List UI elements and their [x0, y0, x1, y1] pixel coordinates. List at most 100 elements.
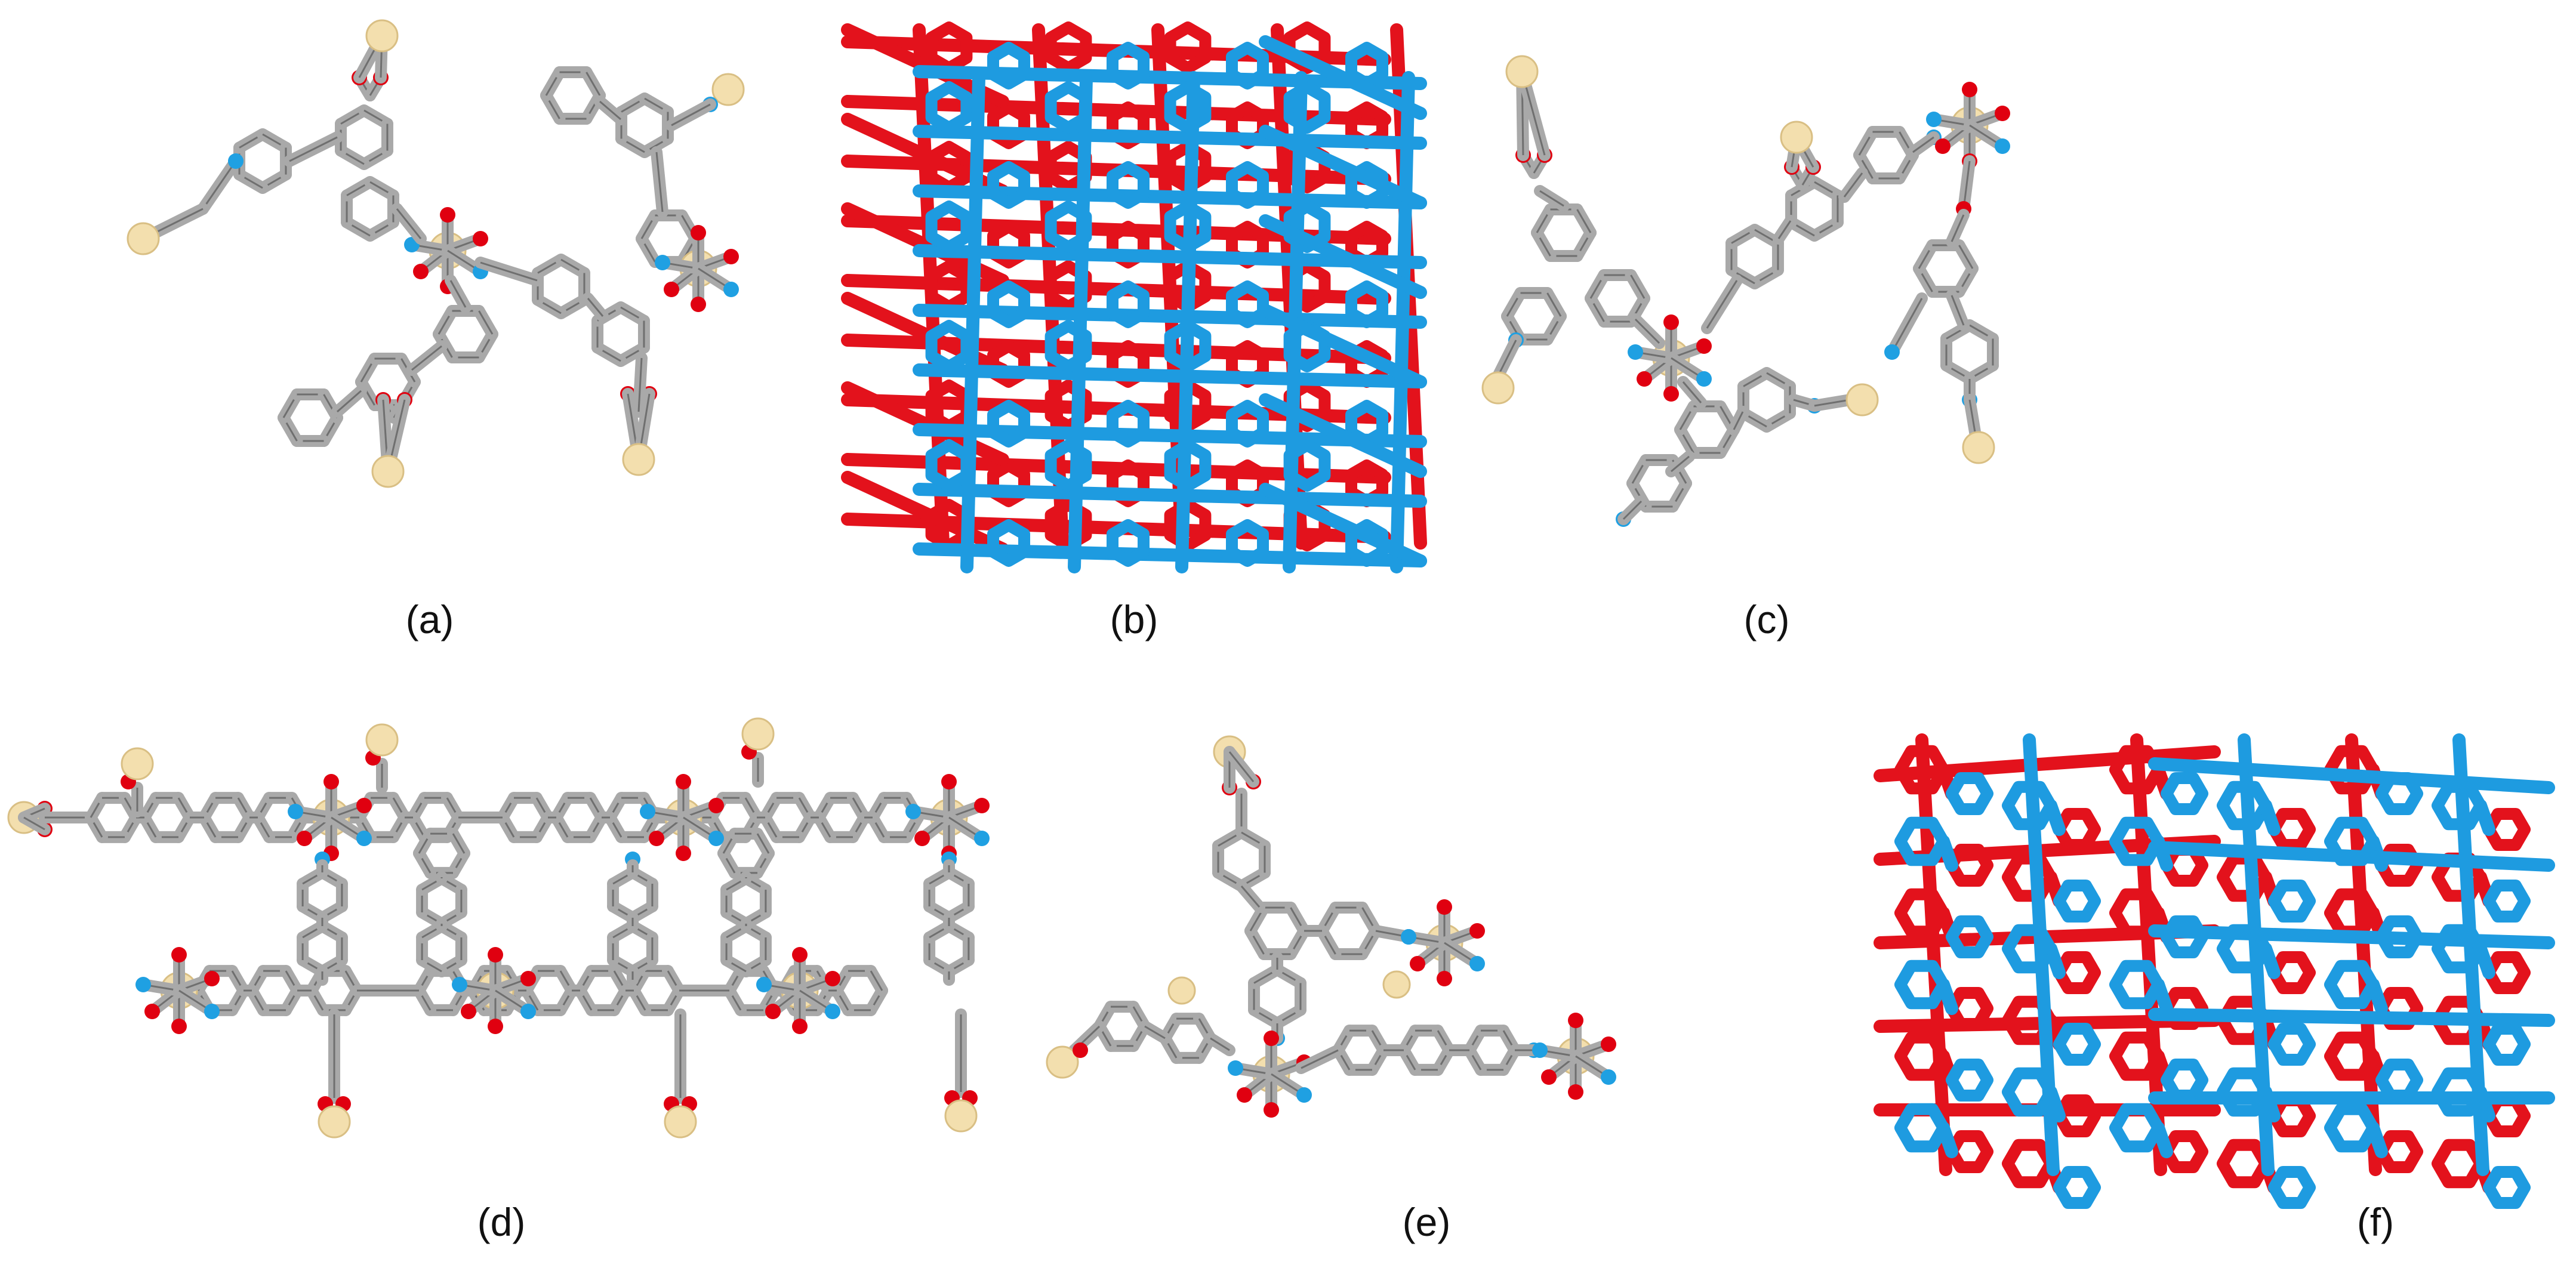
- oxygen-atom: [664, 282, 679, 297]
- net-ring: [2432, 1139, 2486, 1189]
- oxygen-atom: [1264, 1102, 1279, 1118]
- net-ring: [987, 221, 1030, 269]
- net-ring: [1044, 21, 1092, 74]
- oxygen-atom: [676, 774, 691, 789]
- bond-edge: [587, 298, 604, 317]
- net-bond: [1259, 35, 1427, 120]
- oxygen-atom: [461, 1004, 476, 1019]
- net-bond: [2259, 799, 2281, 836]
- oxygen-atom: [676, 846, 691, 861]
- bond-edge: [870, 970, 883, 991]
- oxygen-atom: [171, 1019, 187, 1034]
- oxygen-atom: [691, 297, 706, 312]
- net-ring: [2375, 1059, 2423, 1102]
- net-bond: [1937, 978, 1958, 1015]
- net-ring: [2053, 880, 2101, 923]
- net-ring: [1107, 221, 1150, 269]
- metal-atom: [711, 73, 745, 106]
- net-ring: [2268, 1166, 2316, 1209]
- bond-edge: [1951, 295, 1965, 326]
- bond-edge: [1968, 399, 1977, 436]
- bond-edge: [586, 72, 601, 96]
- oxygen-atom: [1995, 106, 2010, 121]
- oxygen-atom: [1073, 1042, 1088, 1058]
- nitrogen-atom: [756, 977, 772, 992]
- net-ring: [987, 340, 1030, 388]
- net-ring: [1894, 816, 1949, 866]
- net-ring: [2053, 1166, 2101, 1209]
- oxygen-atom: [171, 947, 187, 962]
- nitrogen-atom: [204, 1004, 220, 1019]
- net-ring: [1226, 161, 1269, 209]
- net-bond: [1259, 125, 1427, 209]
- nitrogen-atom: [1296, 1087, 1312, 1103]
- net-ring: [1894, 1103, 1949, 1153]
- metal-atom: [1046, 1045, 1079, 1079]
- net-ring: [1107, 519, 1150, 567]
- oxygen-atom: [1663, 314, 1679, 330]
- metal-atom: [127, 222, 160, 255]
- panel-f: [1856, 704, 2572, 1209]
- net-ring: [1107, 340, 1150, 388]
- nitrogen-atom: [1532, 1042, 1548, 1058]
- nitrogen-atom: [1601, 1069, 1616, 1085]
- nitrogen-atom: [825, 1004, 840, 1019]
- bond-edge: [1630, 274, 1646, 299]
- network-f: [1874, 733, 2555, 1209]
- oxygen-atom: [1935, 138, 1951, 154]
- net-ring: [2268, 1023, 2316, 1066]
- caption-b: (b): [1110, 597, 1158, 641]
- net-bond: [1259, 393, 1427, 478]
- metal-atom: [664, 1105, 697, 1139]
- nitrogen-atom: [452, 977, 467, 992]
- nitrogen-atom: [1696, 371, 1712, 387]
- oxygen-atom: [649, 831, 664, 846]
- bond-edge: [1622, 500, 1643, 520]
- oxygen-atom: [356, 798, 372, 813]
- net-bond: [1175, 71, 1200, 573]
- nitrogen-atom: [228, 153, 244, 169]
- net-bond: [913, 363, 1427, 388]
- net-ring: [2483, 880, 2531, 923]
- net-bond: [2023, 733, 2060, 1176]
- net-ring: [1164, 21, 1212, 74]
- net-ring: [987, 161, 1030, 209]
- net-ring: [987, 400, 1030, 448]
- metal-atom: [1481, 371, 1515, 405]
- metal-atom: [1167, 976, 1196, 1005]
- metal-atom: [121, 747, 154, 781]
- network-b: [841, 21, 1427, 573]
- net-ring: [2002, 1067, 2057, 1117]
- net-ring: [1107, 161, 1150, 209]
- nitrogen-atom: [1228, 1060, 1243, 1076]
- bond-edge: [1576, 209, 1592, 233]
- net-ring: [1107, 400, 1150, 448]
- net-bond: [960, 71, 985, 573]
- metal-atom: [944, 1099, 978, 1133]
- oxygen-atom: [974, 798, 990, 813]
- bond-edge: [655, 152, 664, 212]
- caption-f: (f): [2356, 1200, 2395, 1244]
- net-bond: [2044, 942, 2066, 979]
- nitrogen-atom: [288, 804, 303, 819]
- oxygen-atom: [1264, 1031, 1279, 1046]
- bond-edge: [1240, 886, 1261, 908]
- net-ring: [1946, 772, 1993, 815]
- oxygen-atom: [144, 1004, 160, 1019]
- net-ring: [2161, 772, 2208, 815]
- net-ring: [987, 101, 1030, 149]
- metal-atom: [1505, 55, 1539, 88]
- net-ring: [1107, 101, 1150, 149]
- panel-c: [1480, 18, 2047, 555]
- caption-a: (a): [405, 597, 454, 641]
- structure-c: [1481, 55, 2010, 527]
- net-ring: [925, 81, 973, 134]
- net-bond: [2367, 978, 2388, 1015]
- net-ring: [1226, 519, 1269, 567]
- oxygen-atom: [323, 774, 339, 789]
- oxygen-atom: [765, 1004, 781, 1019]
- oxygen-atom: [520, 971, 536, 986]
- net-ring: [2324, 960, 2379, 1010]
- net-ring: [1946, 1059, 1993, 1102]
- oxygen-atom: [1696, 338, 1712, 354]
